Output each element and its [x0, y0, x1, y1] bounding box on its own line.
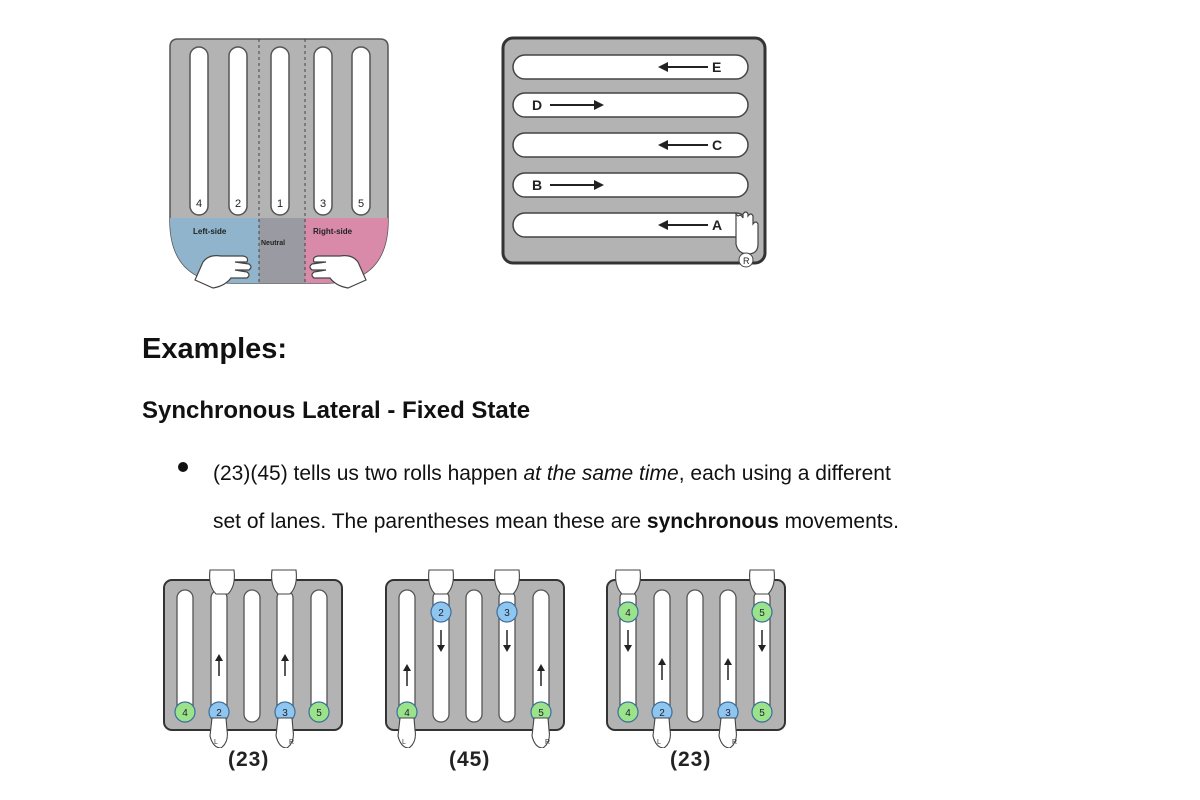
ball-label: 5 [316, 708, 322, 719]
bullet-text-3: set of lanes. The parentheses mean these… [213, 510, 647, 533]
lane-C [512, 132, 749, 158]
hand-icon [428, 569, 454, 595]
lane-2 [228, 46, 248, 216]
lane-4 [189, 46, 209, 216]
lane [243, 589, 261, 723]
ball-green [174, 701, 196, 723]
hand-icon [494, 569, 520, 595]
hand-icon [271, 569, 297, 595]
neutral-zone [259, 218, 305, 283]
hand-label: L [214, 739, 218, 746]
zone-label-left: Left-side [193, 227, 227, 236]
hand-label: R [289, 739, 294, 746]
lane-number: 1 [277, 198, 283, 210]
bullet-text-1: (23)(45) tells us two rolls happen [213, 462, 524, 485]
bullet-point-icon [178, 462, 188, 472]
bullet-emphasis: at the same time [523, 462, 679, 485]
hand-icon [615, 569, 641, 595]
ball-label: 4 [625, 608, 631, 619]
lane-number: 4 [196, 198, 202, 210]
bullet-text-4: movements. [778, 510, 899, 533]
lane-number: 3 [320, 198, 326, 210]
lane-E [512, 54, 749, 80]
bullet-paragraph: (23)(45) tells us two rolls happen at th… [213, 450, 1093, 546]
ball-label: 5 [759, 708, 765, 719]
horizontal-lanes-diagram: E D C B A R [501, 36, 767, 268]
lane-1 [270, 46, 290, 216]
left-hand-icon [194, 255, 252, 289]
ball-label: 5 [759, 608, 765, 619]
hand-icon [209, 717, 228, 748]
hand-icon [531, 717, 550, 748]
hand-label: R [743, 256, 750, 266]
lane-letter: A [712, 217, 722, 233]
ball-label: 2 [216, 708, 222, 719]
lane-letter: B [532, 177, 542, 193]
bullet-text-2: , each using a different [678, 462, 891, 485]
lane-D [512, 92, 749, 118]
ball-green [751, 701, 773, 723]
ball-label: 3 [725, 708, 731, 719]
ball-green [617, 601, 639, 623]
lane [465, 589, 483, 723]
lane-5 [351, 46, 371, 216]
example-diagram-1: 4 2 3 5L R [163, 569, 343, 748]
lane [686, 589, 704, 723]
right-hand-icon: R [735, 211, 759, 268]
ball-green [308, 701, 330, 723]
lane-number: 2 [235, 198, 241, 210]
hand-icon [397, 717, 416, 748]
lane-B [512, 172, 749, 198]
ball-label: 3 [282, 708, 288, 719]
hand-label: R [732, 739, 737, 746]
example-caption-2: (45) [449, 748, 491, 771]
lane-zone-diagram: 4 2 1 3 5 Left-side Neutral Right-side [169, 38, 389, 289]
ball-label: 4 [182, 708, 188, 719]
hand-label: L [657, 739, 661, 746]
ball-green [617, 701, 639, 723]
example-caption-1: (23) [228, 748, 270, 771]
lane-3 [313, 46, 333, 216]
ball-label: 4 [625, 708, 631, 719]
ball-label: 2 [659, 708, 665, 719]
lane-letter: E [712, 59, 721, 75]
hand-icon [749, 569, 775, 595]
hand-icon [275, 717, 294, 748]
hand-label: R [545, 739, 550, 746]
ball-blue [496, 601, 518, 623]
ball-blue [430, 601, 452, 623]
hand-icon [209, 569, 235, 595]
lane-letter: D [532, 97, 542, 113]
zone-label-neutral: Neutral [261, 240, 285, 247]
hand-icon [652, 717, 671, 748]
section-subheading: Synchronous Lateral - Fixed State [142, 397, 531, 424]
example-diagram-2: 2 3 4 5L R [385, 569, 565, 748]
example-diagram-3: 4 5 4 2 3 5L R [606, 569, 786, 748]
ball-green [751, 601, 773, 623]
lane-letter: C [712, 137, 722, 153]
right-hand-icon [309, 255, 367, 289]
hand-icon [718, 717, 737, 748]
lane-number: 5 [358, 198, 364, 210]
ball-label: 5 [538, 708, 544, 719]
ball-label: 2 [438, 608, 444, 619]
ball-label: 3 [504, 608, 510, 619]
bullet-strong: synchronous [646, 510, 779, 533]
ball-label: 4 [404, 708, 410, 719]
example-caption-3: (23) [670, 748, 712, 771]
hand-label: L [402, 739, 406, 746]
zone-label-right: Right-side [313, 227, 353, 236]
examples-heading: Examples: [142, 333, 288, 365]
